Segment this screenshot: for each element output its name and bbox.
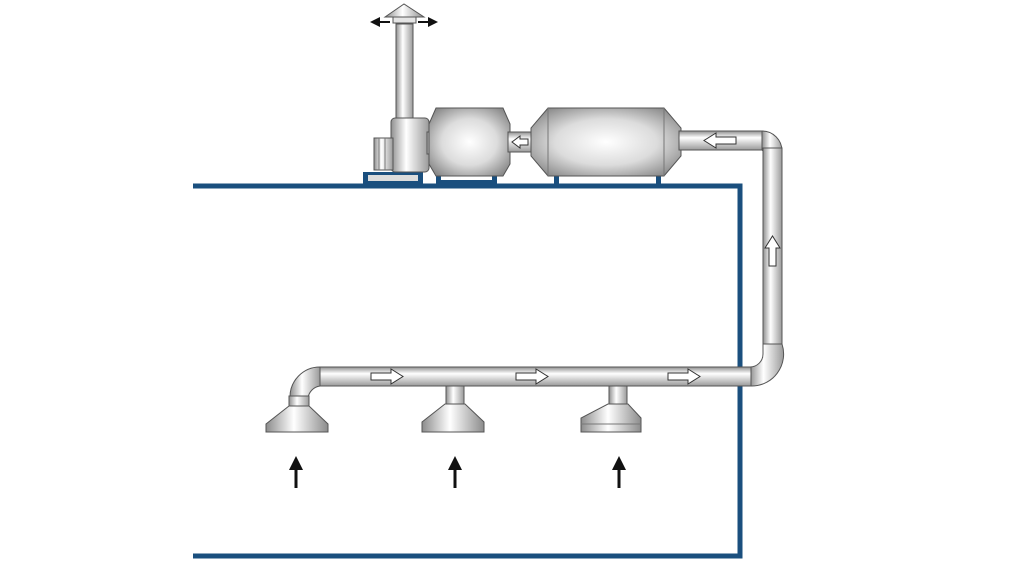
fan-icon [390, 117, 430, 173]
equipment-bases [363, 172, 661, 186]
horizontal-duct [289, 366, 752, 399]
hood-icon [580, 403, 642, 433]
between-filters-flow-arrow [511, 135, 529, 149]
riser-flow-arrow [764, 235, 781, 267]
filter-icon [428, 107, 511, 177]
duct-flow-arrow-2 [515, 368, 549, 385]
suction-hood-3 [580, 385, 642, 433]
chimney-icon [383, 3, 426, 18]
duct-flow-arrows [370, 132, 781, 385]
centrifugal-fan [373, 117, 436, 173]
exhaust-stack [383, 3, 426, 133]
duct-flow-arrow-1 [370, 368, 404, 385]
filter-unit-small [428, 107, 511, 177]
duct-flow-arrow-3 [667, 368, 701, 385]
vertical-duct [749, 147, 785, 387]
hood-icon [421, 403, 485, 433]
suction-hood-1 [265, 395, 329, 433]
intake-arrows [289, 456, 626, 488]
hood-icon [265, 405, 329, 433]
top-duct-flow-arrow [703, 132, 737, 149]
filter-icon [530, 107, 682, 177]
exhaust-arrows [370, 17, 438, 27]
filter-unit-large [530, 107, 682, 177]
suction-hood-2 [421, 385, 485, 433]
